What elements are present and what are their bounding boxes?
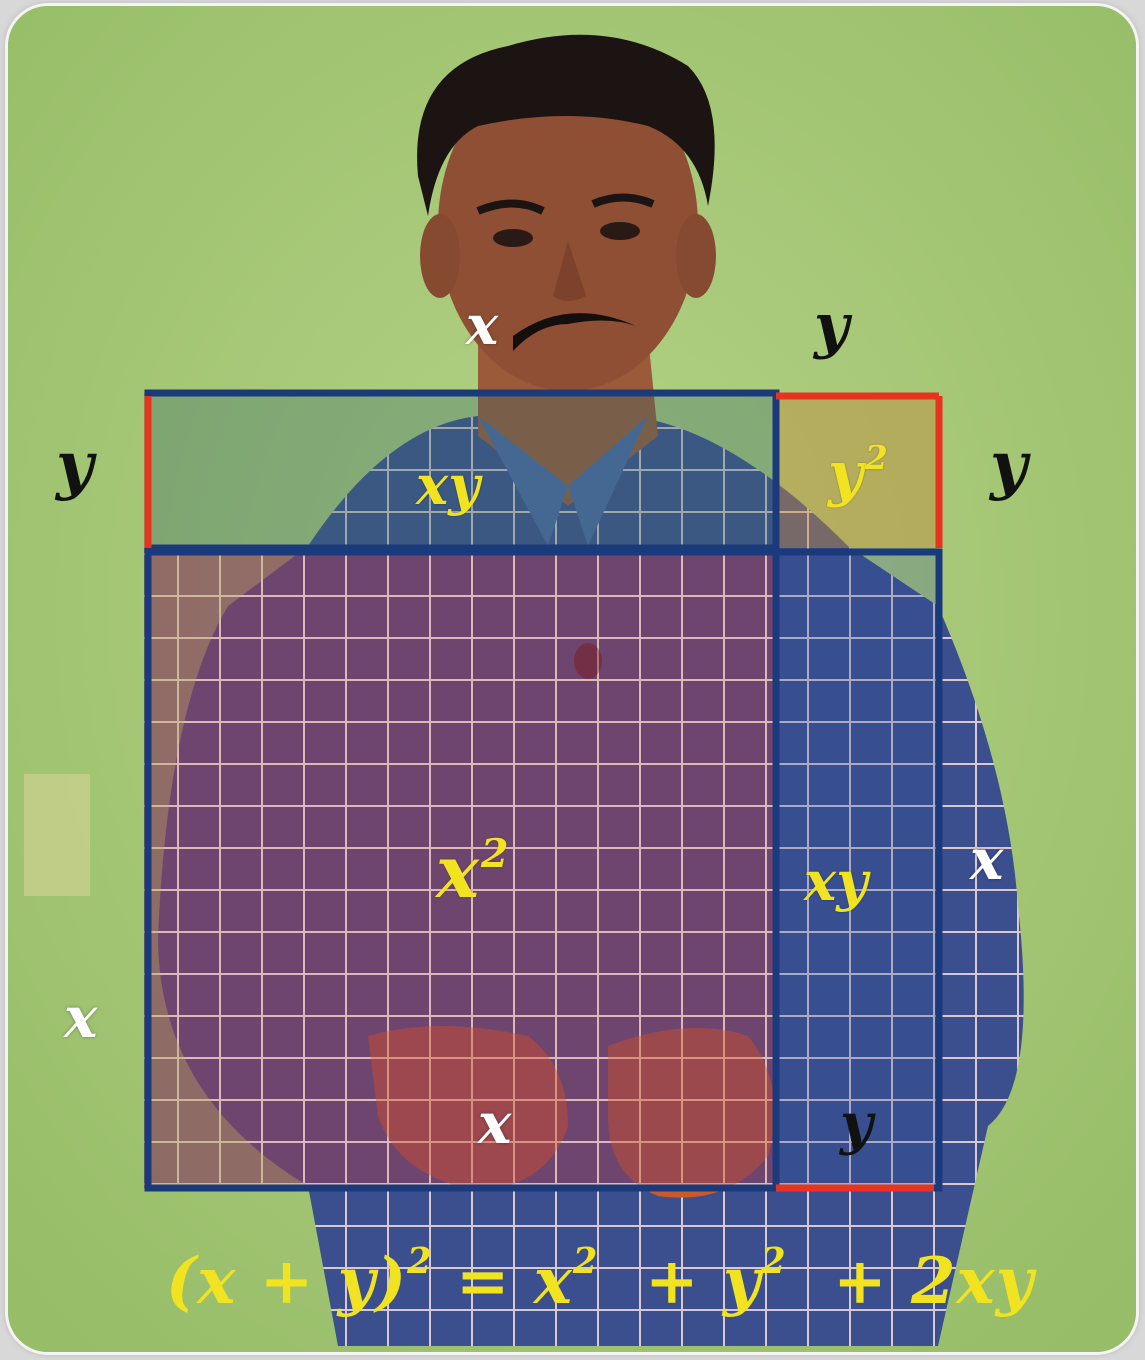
label-top-y: y	[814, 291, 849, 361]
photo-frame: x y y y x x x y xy y2 x2 xy (x + y)2 = x…	[8, 6, 1136, 1352]
diagram-outlines	[144, 389, 943, 1192]
region-label-y-squared: y2	[828, 438, 888, 509]
region-top-right-fill	[776, 393, 939, 548]
region-label-x-squared: x2	[436, 829, 509, 914]
region-right-fill	[776, 548, 939, 1188]
label-bottom-x: x	[478, 1091, 512, 1157]
label-left-y: y	[56, 428, 94, 503]
label-top-x: x	[466, 293, 499, 357]
label-bottom-y: y	[840, 1091, 873, 1157]
label-right-x: x	[970, 827, 1004, 893]
photo-illustration	[8, 6, 1136, 1352]
region-top-left-fill	[144, 393, 776, 548]
identity-formula: (x + y)2 = x2 + y2 + 2xy	[166, 1241, 1034, 1319]
region-label-top-xy: xy	[416, 453, 480, 517]
label-right-y: y	[990, 428, 1028, 503]
region-label-right-xy: xy	[804, 849, 868, 913]
label-left-x: x	[64, 985, 98, 1051]
